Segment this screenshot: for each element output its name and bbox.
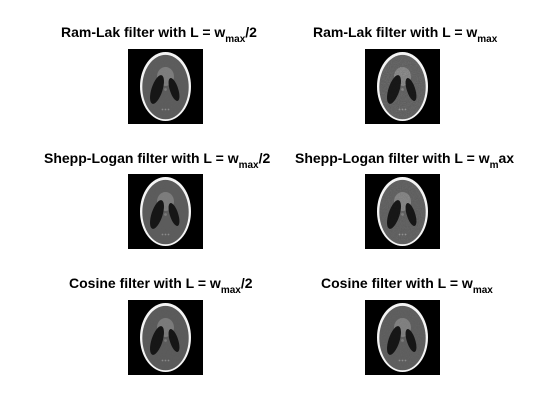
panel-title-shepplogan-full: Shepp-Logan filter with L = wmax [295, 150, 515, 171]
phantom-image-ramlak-full [365, 49, 440, 124]
phantom-image-shepplogan-half [128, 174, 203, 249]
panel-title-cosine-full: Cosine filter with L = wmax [321, 275, 493, 296]
panel-title-ramlak-half: Ram-Lak filter with L = wmax/2 [61, 24, 257, 45]
phantom-image-ramlak-half [128, 49, 203, 124]
phantom-image-shepplogan-full [365, 174, 440, 249]
panel-title-cosine-half: Cosine filter with L = wmax/2 [69, 275, 253, 296]
phantom-image-cosine-full [365, 300, 440, 375]
panel-title-shepplogan-half: Shepp-Logan filter with L = wmax/2 [44, 150, 271, 171]
phantom-image-cosine-half [128, 300, 203, 375]
panel-title-ramlak-full: Ram-Lak filter with L = wmax [313, 24, 498, 45]
